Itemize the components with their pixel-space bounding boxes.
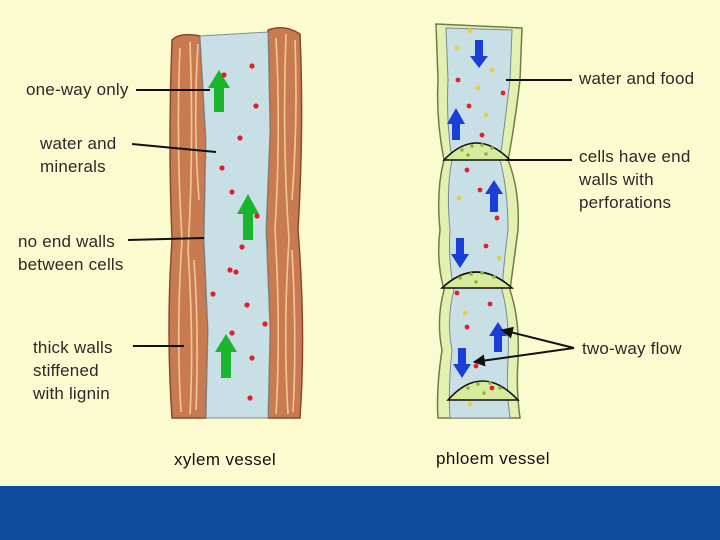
phloem-arrow-up-2 xyxy=(485,180,503,212)
label-one-way: one-way only xyxy=(26,80,129,99)
xylem-vessel xyxy=(168,27,304,419)
phloem-arrow-up-1 xyxy=(447,108,465,140)
xylem-arrow-1 xyxy=(208,70,230,112)
xylem-particles xyxy=(210,63,268,401)
sieve-plate-3 xyxy=(446,380,520,401)
leader-no-end-walls xyxy=(127,237,205,241)
xylem-arrow-3 xyxy=(215,334,237,378)
label-thick-walls: thick walls stiffened with lignin xyxy=(33,338,113,403)
xylem-grain xyxy=(177,33,297,415)
caption-xylem: xylem vessel xyxy=(174,450,277,469)
vessel-diagram xyxy=(127,23,575,419)
sieve-plate-1 xyxy=(442,142,512,161)
label-end-walls: cells have end walls with perforations xyxy=(579,147,691,212)
phloem-arrow-down-2 xyxy=(451,238,469,268)
caption-phloem: phloem vessel xyxy=(436,449,550,468)
xylem-right-wall xyxy=(265,27,304,419)
xylem-lumen xyxy=(199,31,271,419)
phloem-arrows xyxy=(447,40,507,378)
xylem-up-arrows xyxy=(208,70,259,378)
leader-two-way-down xyxy=(472,347,575,367)
leader-two-way-up xyxy=(500,326,575,349)
sieve-plates xyxy=(439,142,520,401)
phloem-arrow-down-3 xyxy=(453,348,471,378)
phloem-lumen xyxy=(445,27,513,419)
leader-lines xyxy=(127,79,575,367)
phloem-particles xyxy=(454,28,506,407)
footer-band xyxy=(0,486,720,540)
xylem-arrow-2 xyxy=(237,194,259,240)
phloem-vessel xyxy=(435,23,523,419)
leader-water-minerals xyxy=(131,143,217,153)
phloem-arrow-down-1 xyxy=(470,40,488,68)
sieve-plate-2 xyxy=(439,271,515,289)
label-water-minerals: water and minerals xyxy=(40,134,117,176)
label-no-end-walls: no end walls between cells xyxy=(18,232,124,274)
label-water-food: water and food xyxy=(579,69,695,88)
label-two-way: two-way flow xyxy=(582,339,682,358)
